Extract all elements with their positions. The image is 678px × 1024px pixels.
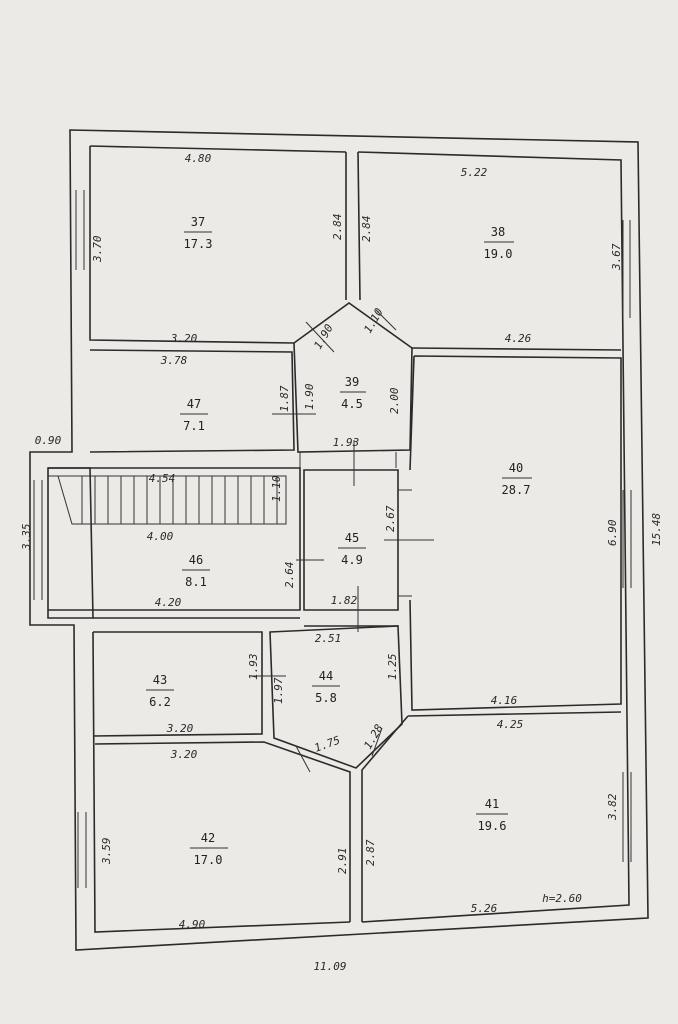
room-46-label: 46 8.1 — [182, 553, 210, 589]
dimension-label: 2.00 — [388, 387, 401, 414]
dimension-label: 2.64 — [283, 562, 296, 589]
dimension-label: 1.93 — [333, 436, 360, 449]
room-41-walls — [361, 711, 622, 922]
room-area: 8.1 — [185, 575, 207, 589]
dimension-labels: 4.80 5.22 3.70 2.84 2.84 3.67 3.20 1.90 … — [20, 152, 663, 973]
dimension-label: 4.25 — [497, 718, 524, 731]
room-40-label: 40 28.7 — [502, 461, 532, 497]
ceiling-height-label: h=2.60 — [542, 892, 582, 905]
room-42-walls — [94, 741, 351, 922]
dimension-label: 2.91 — [336, 848, 349, 875]
room-41-label: 41 19.6 — [476, 797, 508, 833]
dimension-label: 6.90 — [606, 519, 619, 546]
dimension-label: 3.59 — [100, 838, 113, 866]
room-number: 43 — [153, 673, 167, 687]
room-38-walls — [357, 151, 622, 351]
dimension-label: 1.93 — [247, 654, 260, 681]
room-47-walls — [89, 349, 295, 453]
room-area: 17.0 — [194, 853, 223, 867]
dimension-label: 3.35 — [20, 524, 33, 552]
room-46-walls — [48, 467, 301, 611]
room-37-walls — [89, 146, 347, 344]
dimension-label: 5.22 — [461, 166, 488, 179]
dimension-label: 1.25 — [386, 654, 399, 681]
dimension-label: 3.78 — [160, 354, 188, 367]
room-number: 40 — [509, 461, 523, 475]
dimension-label: 3.20 — [170, 332, 198, 345]
room-40-walls — [409, 355, 622, 711]
room-area: 19.6 — [478, 819, 507, 833]
dimension-label: 4.26 — [505, 332, 532, 345]
room-area: 7.1 — [183, 419, 205, 433]
room-38-label: 38 19.0 — [484, 225, 514, 261]
room-area: 6.2 — [149, 695, 171, 709]
room-42-label: 42 17.0 — [190, 831, 228, 867]
dimension-label: 1.90 — [303, 383, 316, 410]
outer-wall-outline — [29, 129, 649, 951]
dimension-label: 4.90 — [179, 918, 206, 931]
dimension-label: 2.51 — [315, 632, 342, 645]
dimension-label: 2.84 — [331, 214, 344, 241]
room-43-label: 43 6.2 — [146, 673, 174, 709]
room-number: 47 — [187, 397, 201, 411]
door-marks — [252, 309, 434, 773]
room-area: 4.9 — [341, 553, 363, 567]
dimension-label: 3.70 — [91, 235, 104, 263]
room-number: 41 — [485, 797, 499, 811]
dimension-label: 1.10 — [270, 475, 283, 502]
room-39-walls — [293, 302, 413, 453]
dimension-label: 11.09 — [313, 960, 346, 973]
dimension-label: 15.48 — [650, 513, 663, 546]
room-number: 45 — [345, 531, 359, 545]
dimension-label: 2.84 — [360, 216, 373, 243]
dimension-label: 0.90 — [35, 434, 62, 447]
dimension-label: 2.67 — [384, 505, 397, 532]
dimension-label: 4.00 — [147, 530, 174, 543]
room-45-walls — [303, 469, 399, 611]
outer-wall-inner — [47, 145, 630, 933]
room-45-label: 45 4.9 — [338, 531, 366, 567]
dimension-label: 4.54 — [149, 472, 176, 485]
dimension-label: 3.67 — [610, 243, 623, 271]
dimension-label: 5.26 — [471, 902, 498, 915]
room-area: 28.7 — [502, 483, 531, 497]
room-area: 5.8 — [315, 691, 337, 705]
room-37-label: 37 17.3 — [184, 215, 213, 251]
dimension-label: 4.16 — [491, 694, 518, 707]
dimension-label: 3.20 — [170, 748, 198, 761]
room-area: 17.3 — [184, 237, 213, 251]
room-area: 19.0 — [484, 247, 513, 261]
room-number: 38 — [491, 225, 505, 239]
room-39-label: 39 4.5 — [340, 375, 366, 411]
window-marks — [33, 190, 632, 888]
room-43-walls — [92, 631, 263, 737]
room-number: 37 — [191, 215, 205, 229]
room-number: 44 — [319, 669, 333, 683]
room-number: 46 — [189, 553, 203, 567]
room-labels: 37 17.3 38 19.0 39 4.5 40 28.7 41 19.6 4… — [146, 215, 532, 867]
room-number: 42 — [201, 831, 215, 845]
room-47-label: 47 7.1 — [180, 397, 208, 433]
walls — [29, 129, 649, 951]
dimension-label: 3.82 — [606, 793, 619, 821]
room-44-walls — [269, 625, 403, 769]
room-area: 4.5 — [341, 397, 363, 411]
room-44-label: 44 5.8 — [312, 669, 340, 705]
staircase — [48, 475, 287, 525]
dimension-label: 3.20 — [166, 722, 194, 735]
dimension-label: 2.87 — [364, 839, 377, 866]
dimension-label: 1.97 — [272, 677, 285, 704]
dimension-label: 1.87 — [278, 385, 291, 412]
room-number: 39 — [345, 375, 359, 389]
dimension-label: 1.82 — [331, 594, 358, 607]
dimension-label: 4.20 — [155, 596, 182, 609]
dimension-label: 4.80 — [185, 152, 212, 165]
